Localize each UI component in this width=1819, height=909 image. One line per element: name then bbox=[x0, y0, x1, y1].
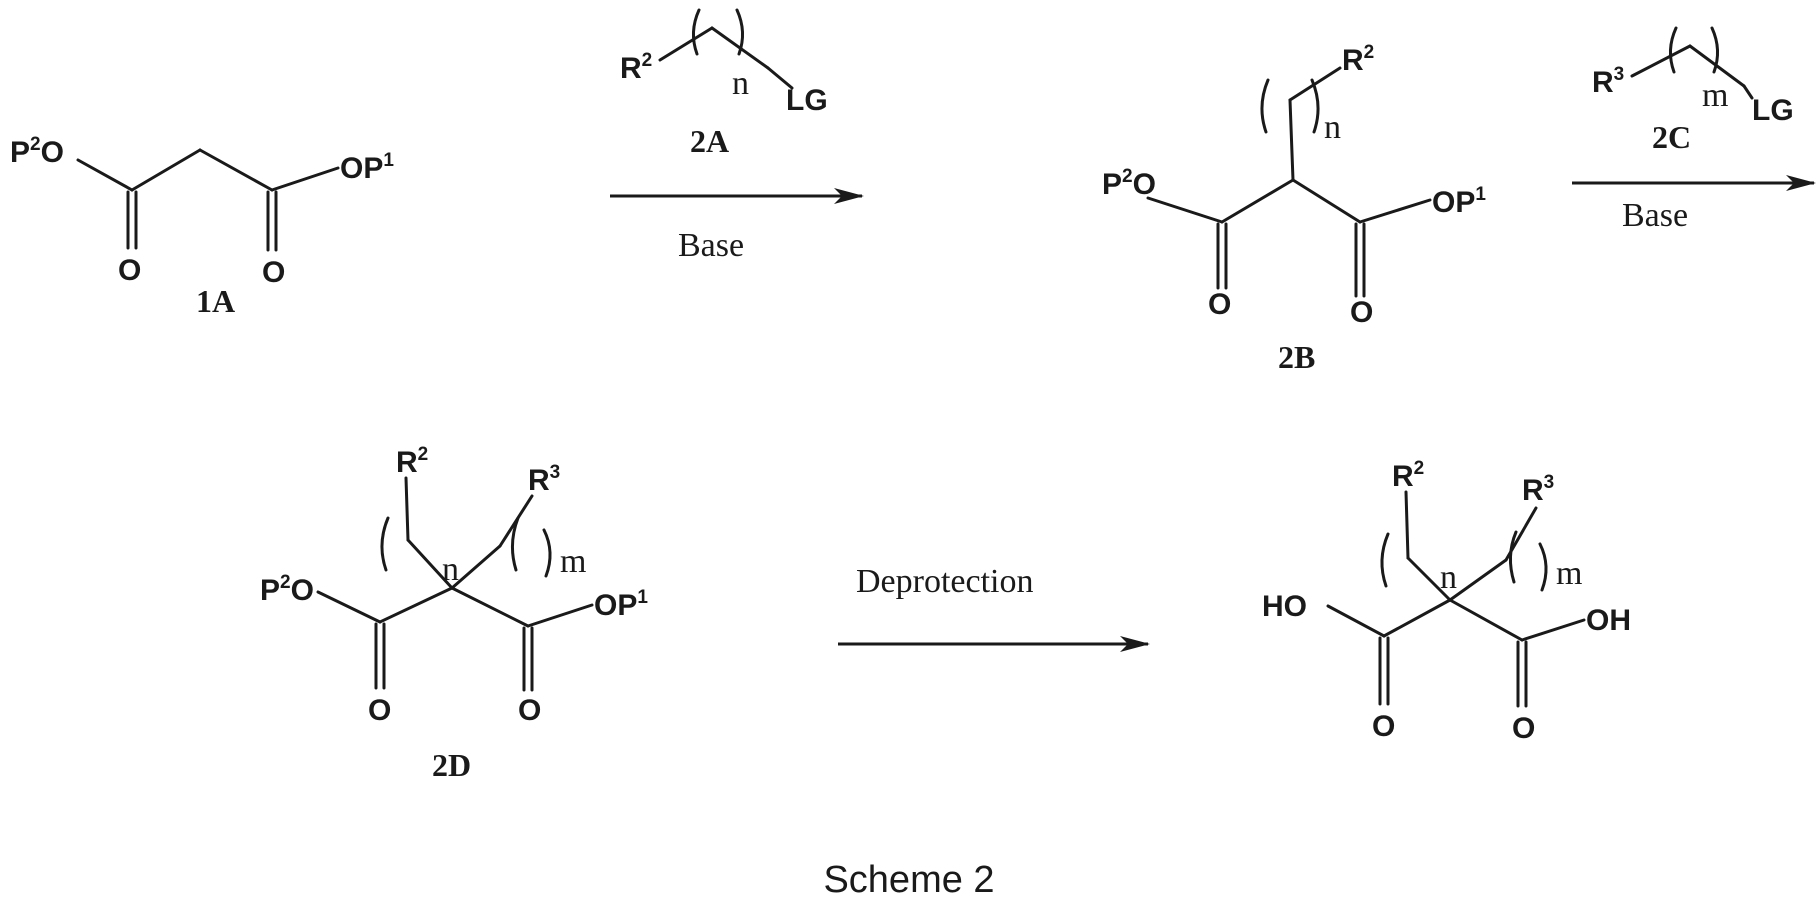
compound-2d-r2-label: R2 bbox=[396, 444, 428, 479]
compound-1a-op1-label: OP1 bbox=[340, 150, 394, 185]
compound-2d-r3-label: R3 bbox=[528, 462, 560, 497]
compound-1a-carbonyl-o-right: O bbox=[262, 256, 285, 289]
compound-2d-m-label: m bbox=[560, 543, 586, 580]
compound-final-oh-label: OH bbox=[1586, 604, 1631, 637]
compound-2d-p2o-label: P2O bbox=[260, 572, 314, 607]
reaction-arrow-3: Deprotection bbox=[838, 563, 1148, 644]
compound-2b-carbonyl-o-left: O bbox=[1208, 288, 1231, 321]
compound-2b-bonds bbox=[1148, 68, 1430, 296]
compound-final-diacid-bonds bbox=[1328, 492, 1584, 706]
compound-2d-carbonyl-o-right: O bbox=[518, 694, 541, 727]
reagent-2c: R3 m LG 2C bbox=[1592, 28, 1794, 155]
compound-1a-carbonyl-o-left: O bbox=[118, 254, 141, 287]
compound-2b-p2o-label: P2O bbox=[1102, 166, 1156, 201]
reaction-arrow-1: Base bbox=[610, 196, 862, 264]
reaction-arrow-1-condition: Base bbox=[678, 227, 744, 264]
compound-2b-id: 2B bbox=[1278, 339, 1315, 375]
compound-2b-carbonyl-o-right: O bbox=[1350, 296, 1373, 329]
compound-final-r3-label: R3 bbox=[1522, 472, 1554, 507]
compound-final-n-label: n bbox=[1440, 559, 1457, 596]
compound-2d-carbonyl-o-left: O bbox=[368, 694, 391, 727]
reagent-2a-n-label: n bbox=[732, 65, 749, 102]
reagent-2c-id: 2C bbox=[1652, 119, 1691, 155]
compound-2d-op1-label: OP1 bbox=[594, 587, 648, 622]
compound-2d-id: 2D bbox=[432, 747, 471, 783]
compound-final-r2-label: R2 bbox=[1392, 458, 1424, 493]
reagent-2c-r3-label: R3 bbox=[1592, 64, 1624, 99]
scheme-caption: Scheme 2 bbox=[823, 859, 994, 901]
reaction-arrow-2-condition: Base bbox=[1622, 197, 1688, 234]
compound-final-diacid: HO OH R2 R3 n m O O bbox=[1262, 458, 1631, 745]
compound-final-ho-label: HO bbox=[1262, 590, 1307, 623]
compound-1a-p2o-label: P2O bbox=[10, 134, 64, 169]
compound-2d-n-label: n bbox=[442, 551, 459, 588]
compound-2b-n-label: n bbox=[1324, 109, 1341, 146]
reagent-2a-bonds bbox=[660, 10, 792, 88]
reagent-2a-id: 2A bbox=[690, 123, 729, 159]
compound-1a-id: 1A bbox=[196, 283, 235, 319]
reaction-arrow-3-condition: Deprotection bbox=[856, 563, 1034, 600]
compound-2b-r2-label: R2 bbox=[1342, 42, 1374, 77]
reaction-arrow-2: Base bbox=[1572, 183, 1814, 234]
reagent-2a-r2-label: R2 bbox=[620, 50, 652, 85]
compound-1a-bonds bbox=[78, 150, 338, 250]
compound-2d: P2O OP1 R2 R3 n m O O 2D bbox=[260, 444, 648, 783]
compound-2b: P2O OP1 R2 n O O 2B bbox=[1102, 42, 1486, 375]
compound-2b-op1-label: OP1 bbox=[1432, 184, 1486, 219]
reagent-2c-lg-label: LG bbox=[1752, 94, 1794, 127]
reagent-2a-lg-label: LG bbox=[786, 84, 828, 117]
reagent-2a: R2 n LG 2A bbox=[620, 10, 828, 159]
compound-1a: P2O OP1 O O 1A bbox=[10, 134, 394, 319]
compound-final-m-label: m bbox=[1556, 555, 1582, 592]
reagent-2c-bonds bbox=[1632, 28, 1752, 98]
compound-final-carbonyl-o-left: O bbox=[1372, 710, 1395, 743]
compound-final-carbonyl-o-right: O bbox=[1512, 712, 1535, 745]
reagent-2c-m-label: m bbox=[1702, 77, 1728, 114]
